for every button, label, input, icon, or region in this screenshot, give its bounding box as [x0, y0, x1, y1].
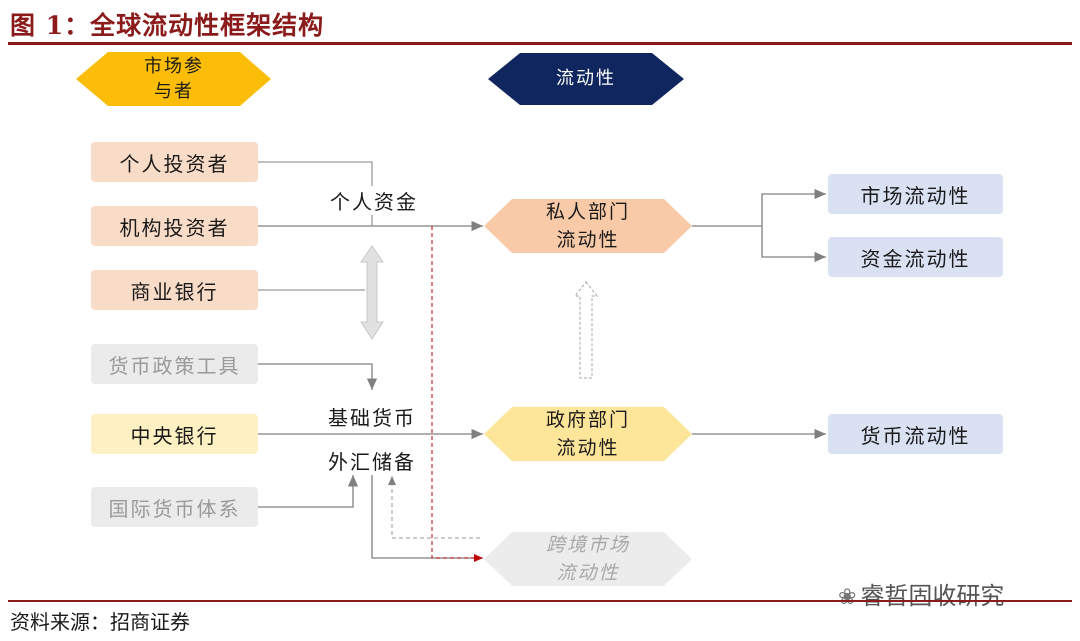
liquidity-header-label: 流动性: [556, 68, 616, 89]
central-bank-box: 中央银行: [91, 414, 258, 454]
wechat-icon: ❀: [838, 585, 857, 610]
commercial-banks-box: 商业银行: [91, 270, 258, 310]
international-monetary-system-box: 国际货币体系: [91, 487, 258, 527]
fx-reserves-label: 外汇储备: [326, 446, 418, 475]
red-dashed-line: [431, 226, 483, 562]
monetary-policy-tools-box: 货币政策工具: [91, 344, 258, 384]
source-rule: [8, 600, 1072, 602]
gray-dashed-return: [388, 476, 480, 539]
participants-header-shape: [76, 52, 271, 106]
cross-border-shape: [484, 532, 692, 586]
policy-tools-line: [258, 363, 378, 390]
cross-border-text: 跨境市场流动性: [546, 534, 631, 584]
government-sector-shape: [484, 407, 692, 461]
private-sector-label: 私人部门流动性: [528, 199, 648, 253]
watermark: ❀睿哲固收研究: [838, 576, 1004, 611]
institutional-investors-box: 机构投资者: [91, 206, 258, 246]
participants-header-label: 市场参与者: [144, 56, 204, 102]
market-liquidity-box: 市场流动性: [828, 174, 1003, 214]
watermark-text: 睿哲固收研究: [860, 582, 1005, 610]
base-money-label: 基础货币: [326, 402, 418, 431]
liquidity-header-shape: [488, 53, 684, 105]
private-sector-shape: [484, 199, 692, 253]
fork-funding: [761, 226, 826, 263]
government-sector-label: 政府部门流动性: [528, 407, 648, 461]
title-rule: [8, 42, 1072, 45]
source-note: 资料来源：招商证券: [10, 610, 190, 634]
fx-to-crossborder-line: [371, 470, 483, 559]
international-line: [258, 475, 359, 508]
private-sector-text: 私人部门流动性: [546, 201, 631, 251]
funding-liquidity-box: 资金流动性: [828, 237, 1003, 277]
personal-funds-label: 个人资金: [328, 186, 420, 215]
figure-title: 图 1：全球流动性框架结构: [10, 11, 325, 40]
government-sector-text: 政府部门流动性: [546, 409, 631, 459]
double-arrow: [360, 245, 384, 340]
individual-investors-box: 个人投资者: [91, 142, 258, 182]
hollow-up-arrow: [573, 281, 599, 379]
liquidity-header: 流动性: [520, 53, 652, 105]
cross-border-label: 跨境市场流动性: [528, 532, 648, 586]
monetary-liquidity-box: 货币流动性: [828, 414, 1003, 454]
fork-market: [761, 188, 826, 226]
participants-header: 市场参与者: [108, 52, 240, 106]
